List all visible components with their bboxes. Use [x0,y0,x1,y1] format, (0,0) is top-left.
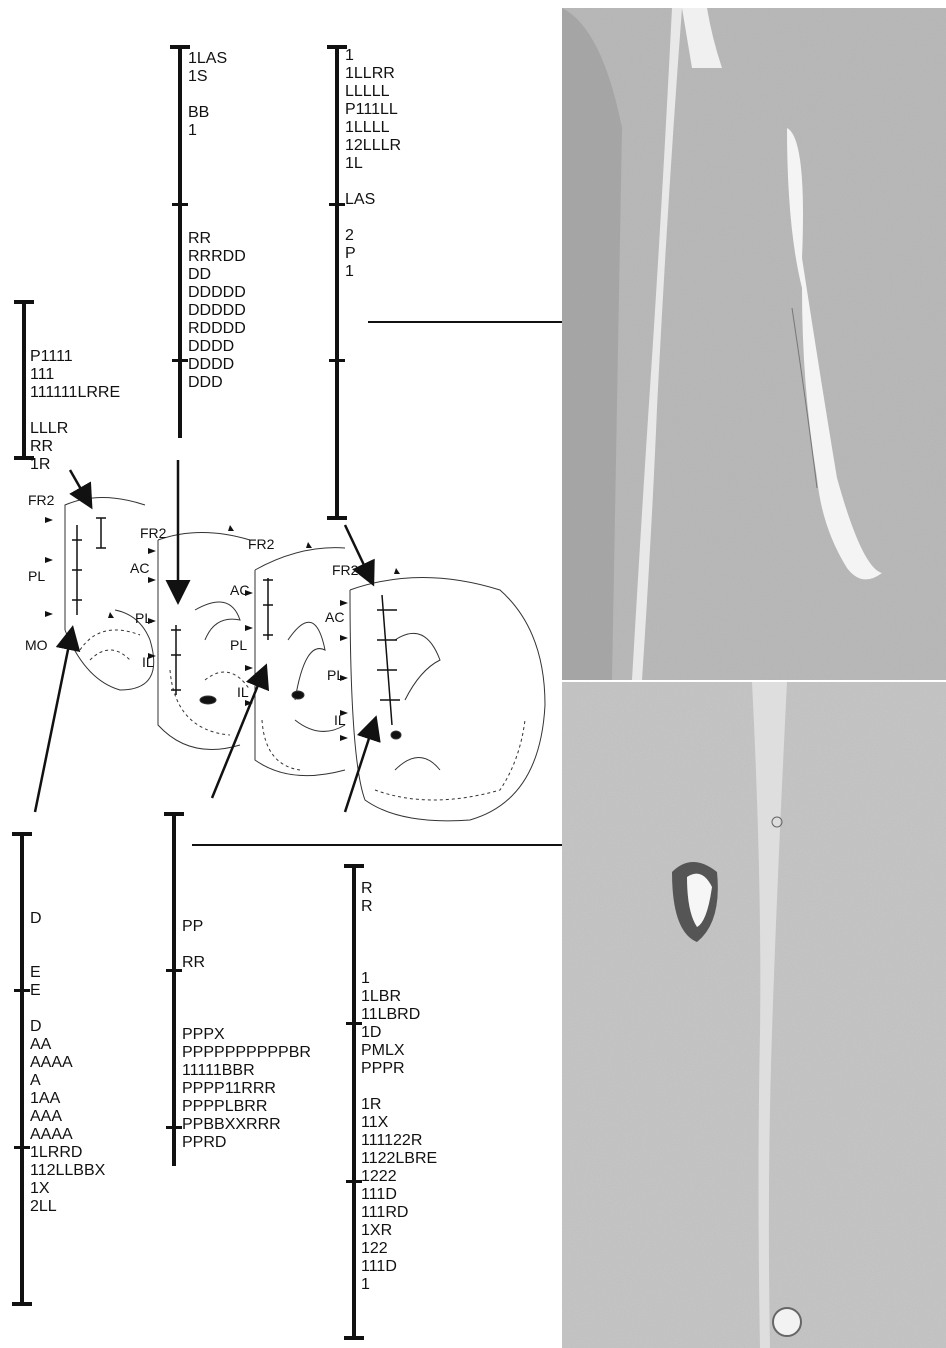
s4-label-1: AC [325,609,344,625]
s1-label-0: FR2 [28,492,54,508]
section-4-outline [350,578,545,821]
histology-photo-bottom [562,682,946,1348]
s3-label-1: AC [230,582,249,598]
s2-label-0: FR2 [140,525,166,541]
histology-photo-top [562,8,946,680]
s2-label-1: AC [130,560,149,576]
s3-label-3: IL [237,684,249,700]
s4-label-3: IL [334,712,346,728]
arrow-ll-to-s1 [35,630,72,812]
s3-label-2: PL [230,637,247,653]
s3-label-0: FR2 [248,536,274,552]
s4-label-0: FR2 [332,562,358,578]
s2-label-3: IL [142,654,154,670]
s2-label-2: PL [135,610,152,626]
s4-label-2: PL [327,667,344,683]
arrow-lr-to-s4 [345,720,375,812]
s1-label-1: PL [28,568,45,584]
s1-label-2: MO [25,637,48,653]
